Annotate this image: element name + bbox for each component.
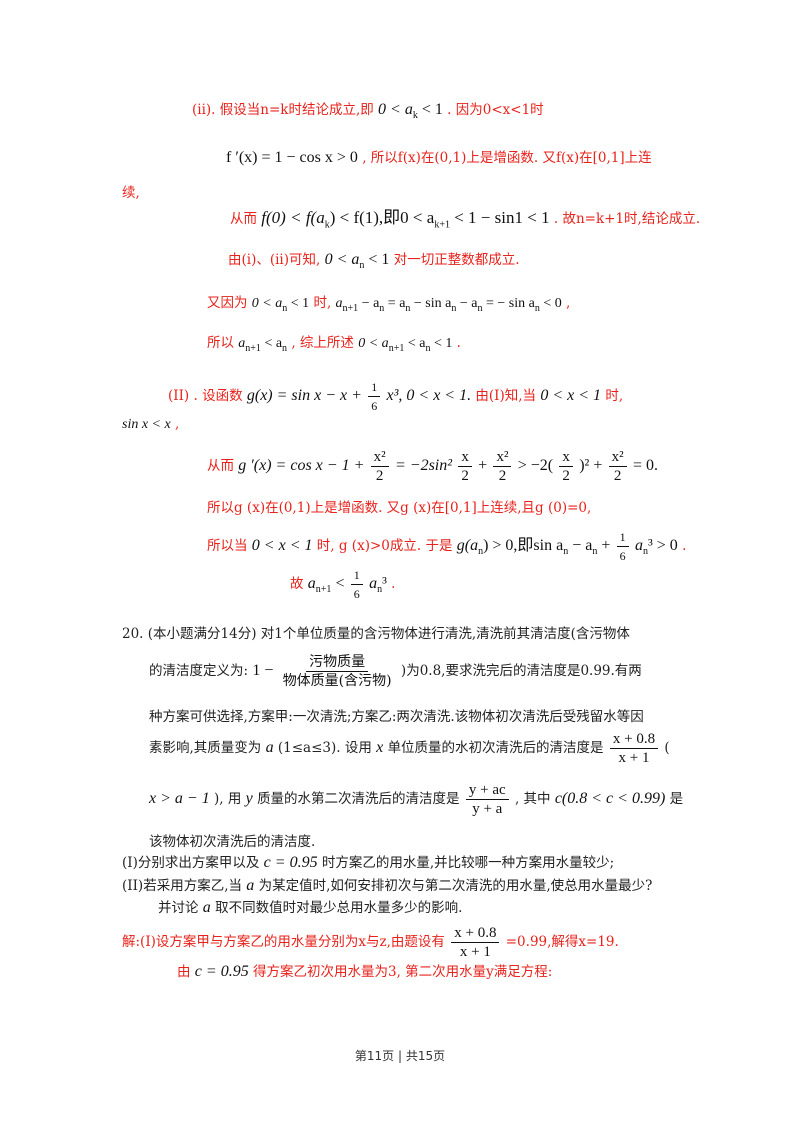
problem-20-mass: 素影响,其质量变为 a (1≤a≤3). 设用 x 单位质量的水初次清洗后的清洁… [149, 730, 670, 767]
math-inline: 0 < ak < 1 [378, 101, 443, 122]
math-inline: = 0. [632, 457, 658, 474]
problem-20-question-ii: (II)若采用方案乙,当 a 为某定值时,如何安排初次与第二次清洗的用水量,使总… [122, 877, 653, 894]
math-inline: g(x) = sin x − x + [246, 387, 362, 404]
math-inline: 0 < x < 1 [251, 537, 313, 554]
math-inline: x [376, 739, 384, 756]
math-inline: 0 < an < 1 [324, 251, 390, 272]
math-inline: > −2( [517, 457, 554, 474]
math-inline: an+1 − an = an − sin an − an = − sin an … [335, 296, 562, 314]
math-inline: sin x < x [122, 417, 171, 432]
math-inline: an+1 < an [238, 336, 288, 354]
g-positive: 所以当 0 < x < 1 时, g (x)>0成立. 于是 g(an) > 0… [207, 528, 687, 565]
math-inline: c = 0.95 [194, 963, 249, 980]
derivative-line: f ′(x) = 1 − cos x > 0 , 所以f(x)在(0,1)上是增… [226, 149, 652, 166]
sin-inequality: sin x < x , [122, 416, 180, 432]
math-inline: 0 < an < 1 [251, 296, 310, 314]
problem-20-cleanliness: 该物体初次清洗后的清洁度. [149, 834, 316, 850]
solution-step-2: 由 c = 0.95 得方案乙初次用水量为3, 第二次用水量y满足方程: [177, 963, 553, 980]
math-inline: an+1 < [307, 575, 345, 596]
math-inline: 0 < an+1 < an < 1 [358, 336, 453, 354]
continuation-text: 续, [122, 185, 140, 201]
math-inline: 0 < x < 1 [540, 387, 602, 404]
proof-step-ii: (ii). 假设当n=k时结论成立,即 0 < ak < 1 . 因为0<x<1… [192, 101, 544, 122]
math-inline: an³ [369, 575, 387, 596]
math-inline: g(an) > 0,即sin an − an + [456, 537, 611, 558]
problem-20-definition: 的清洁度定义为: 1 − 污物质量物体质量(含污物) )为0.8,要求洗完后的清… [149, 654, 642, 689]
problem-20-intro: 20. (本小题满分14分) 对1个单位质量的含污物体进行清洗,清洗前其清洁度(… [122, 626, 630, 642]
math-inline: g ′(x) = cos x − 1 + [238, 457, 365, 474]
math-inline: x³, 0 < x < 1. [386, 387, 472, 404]
problem-20-options: 种方案可供选择,方案甲:一次清洗;方案乙:两次清洗.该物体初次清洗后受残留水等因 [149, 709, 644, 725]
math-inline: an³ > 0 [634, 537, 678, 558]
g-increasing: 所以g (x)在(0,1)上是增函数. 又g (x)在[0,1]上连续,且g (… [207, 500, 592, 516]
math-inline: a [265, 739, 274, 756]
math-inline: = −2sin² [394, 457, 453, 474]
math-inline: a [246, 877, 255, 894]
math-inline: c(0.8 < c < 0.99) [554, 790, 666, 807]
math-inline: x > a − 1 [149, 790, 210, 807]
math-inline: )² + [579, 457, 603, 474]
conclusion-k1: 从而 f(0) < f(ak) < f(1),即0 < ak+1 < 1 − s… [230, 208, 701, 231]
fraction: 污物质量物体质量(含污物) [282, 654, 392, 689]
math-inline: f(0) < f(ak) < f(1),即0 < ak+1 < 1 − sin1… [261, 208, 550, 231]
sequence-conclusion: 所以 an+1 < an , 综上所述 0 < an+1 < an < 1 . [207, 335, 461, 354]
induction-result: 由(i)、(ii)可知, 0 < an < 1 对一切正整数都成立. [228, 251, 520, 272]
math-inline: y [245, 790, 253, 807]
page-footer: 第11页 | 共15页 [354, 1049, 446, 1063]
sequence-difference: 又因为 0 < an < 1 时, an+1 − an = an − sin a… [207, 295, 571, 314]
math-inline: f ′(x) = 1 − cos x > 0 [226, 149, 358, 166]
math-inline: a [202, 899, 211, 916]
problem-20-question-i: (I)分别求出方案甲以及 c = 0.95 时方案乙的用水量,并比较哪一种方案用… [122, 854, 615, 871]
math-inline: 1 − [252, 662, 274, 679]
math-inline: + [478, 457, 488, 474]
math-inline: c = 0.95 [263, 854, 318, 871]
problem-20-question-ii-cont: 并讨论 a 取不同数值时对最少总用水量多少的影响. [158, 899, 463, 916]
